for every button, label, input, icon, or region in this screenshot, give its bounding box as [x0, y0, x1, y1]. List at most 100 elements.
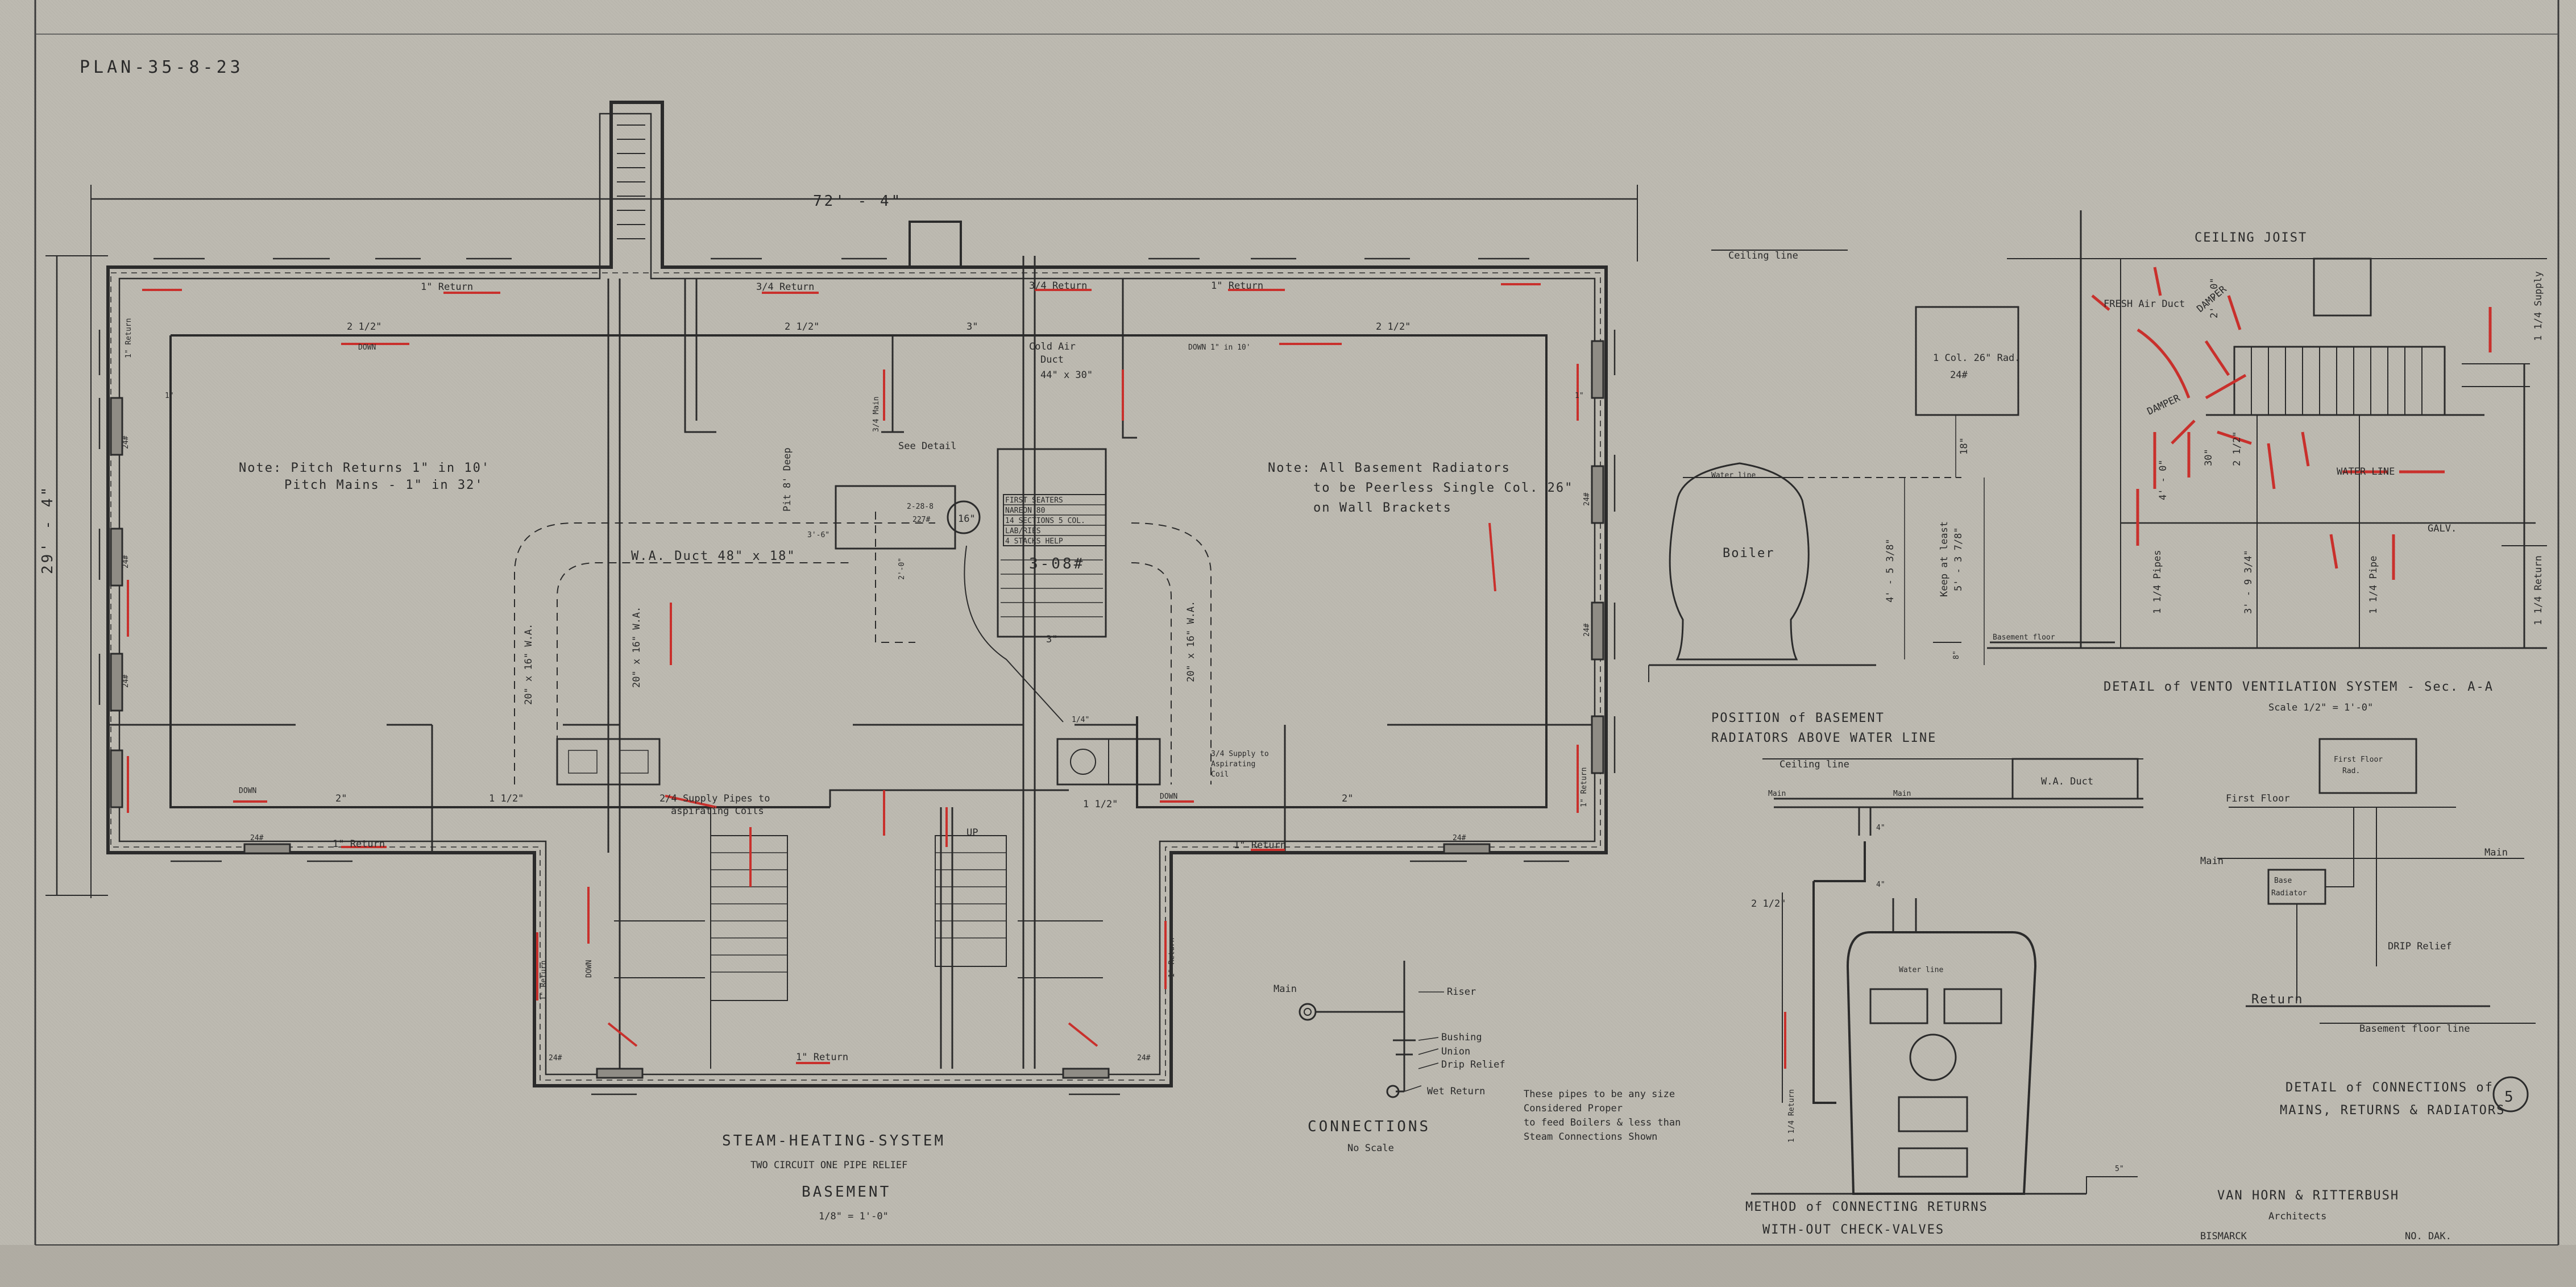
- vento-title: DETAIL of VENTO VENTILATION SYSTEM - Sec…: [2104, 680, 2494, 694]
- connections-drip-relief: Drip Relief: [1441, 1059, 1505, 1070]
- dim-8-label: 8": [1952, 650, 1961, 659]
- radiator-connections-detail: [2217, 738, 2536, 1024]
- plan-number: PLAN-35-8-23: [80, 57, 244, 77]
- architect-block: VAN HORN & RITTERBUSH Architects BISMARC…: [2200, 1189, 2451, 1242]
- size-3-6-label: 3'-6": [807, 531, 829, 539]
- connections-title: CONNECTIONS: [1308, 1118, 1430, 1135]
- plan-labels: 72' - 4" 29' - 4" Note: Pitch Returns 1"…: [39, 193, 1591, 1063]
- down-label-top-left: DOWN: [358, 343, 376, 352]
- pipe-3-mid: 3": [1046, 634, 1057, 645]
- pipe-2half-mid: 2 1/2": [785, 321, 819, 333]
- pitch-note-line1: Note: Pitch Returns 1" in 10': [239, 461, 490, 475]
- rad-24-bottom-mid-right: 24#: [1137, 1054, 1151, 1062]
- vento-scale: Scale 1/2" = 1'-0": [2268, 702, 2373, 713]
- supply-right-line3: Coil: [1211, 770, 1229, 779]
- galv-label: GALV.: [2428, 523, 2457, 534]
- overall-depth-dimension: 29' - 4": [39, 485, 56, 574]
- first-floor-rad-line1: First Floor: [2334, 755, 2383, 764]
- return-return-label: 1 1/4 Return: [1787, 1089, 1796, 1143]
- vento-pipe-label: 1 1/4 Pipe: [2368, 556, 2379, 614]
- supply-note-line1: 2/4 Supply Pipes to: [659, 793, 770, 804]
- radiator-note-line1: Note: All Basement Radiators: [1268, 461, 1511, 475]
- pipes-note-line4: Steam Connections Shown: [1524, 1131, 1657, 1143]
- connections-union: Union: [1441, 1046, 1470, 1057]
- keep-note-line2: 5' - 3 7/8": [1953, 527, 1964, 591]
- vento-dim-2-half: 2 1/2": [2231, 431, 2243, 466]
- pipe-2half-left: 2 1/2": [347, 321, 381, 333]
- down-label-bottom-right: DOWN: [1160, 792, 1177, 801]
- rad-24-left2: 24#: [122, 555, 130, 568]
- boiler-table-row3: 14 SECTIONS 5 COL.: [1005, 517, 1085, 525]
- pipe-1-right: 1": [1575, 392, 1584, 400]
- return-label-bottom: 1" Return: [796, 1052, 848, 1063]
- rad-24-left3: 24#: [122, 674, 130, 688]
- overall-width-dimension: 72' - 4": [813, 193, 902, 210]
- architect-city: BISMARCK: [2200, 1231, 2247, 1242]
- base-radiator-line1: Base: [2274, 877, 2292, 885]
- return-dim-4b: 4": [1876, 881, 1885, 889]
- rad-24-right1: 24#: [1583, 492, 1591, 506]
- return-label-right: 1" Return: [1580, 767, 1588, 807]
- return-ceiling-line: Ceiling line: [1779, 759, 1849, 770]
- return-method-detail: [1751, 758, 2143, 1195]
- vento-dim-30: 30": [2203, 449, 2214, 466]
- code-ss-label: 227#: [912, 516, 930, 524]
- pipe-1half-mid: 1 1/2": [1083, 799, 1118, 810]
- size-2-0-label: 2'-0": [898, 558, 906, 580]
- sheet-number: 5: [2504, 1089, 2516, 1106]
- return-label-bottom-right-vert: 1" Return: [1168, 938, 1176, 978]
- rad-connections-title2: MAINS, RETURNS & RADIATORS: [2280, 1103, 2505, 1118]
- connections-labels: Main Riser Bushing Union Drip Relief Wet…: [1274, 983, 1681, 1154]
- keep-note-line1: Keep at least: [1939, 521, 1950, 597]
- pipe-1half-bottom: 1 1/2": [489, 793, 524, 804]
- vento-return-label: 1 1/4 Return: [2533, 555, 2544, 625]
- pipe-14-label: 1/4": [1072, 716, 1089, 724]
- return-dim-5: 5": [2115, 1165, 2124, 1173]
- cold-air-duct-line2: Duct: [1040, 354, 1064, 366]
- return-label-top-left: 1" Return: [421, 281, 473, 293]
- main-title-block: STEAM-HEATING-SYSTEM TWO CIRCUIT ONE PIP…: [722, 1132, 945, 1222]
- up-label: UP: [966, 827, 978, 838]
- boiler-table-row5: 4 STACKS HELP: [1005, 537, 1063, 546]
- plan-scale: 1/8" = 1'-0": [819, 1211, 889, 1222]
- radiator-connections-labels: First Floor First Floor Rad. Main Main B…: [2200, 755, 2508, 1118]
- first-floor-label: First Floor: [2226, 793, 2290, 804]
- rad-24-bottom-left: 24#: [250, 834, 264, 842]
- connections-detail: [1299, 961, 1444, 1098]
- pipe-2-bottom-left: 2": [335, 793, 347, 804]
- water-line-label: Water line: [1711, 471, 1756, 480]
- boiler-label: Boiler: [1723, 546, 1774, 561]
- base-radiator-line2: Radiator: [2271, 889, 2307, 898]
- vento-red-arrows: [2091, 267, 2492, 580]
- position-title-line1: POSITION of BASEMENT: [1711, 711, 1885, 725]
- return-dim-2half: 2 1/2": [1751, 898, 1786, 910]
- wa-duct-label: W.A. Duct 48" x 18": [631, 549, 796, 563]
- return-label-top-right1: 3/4 Return: [1029, 280, 1087, 292]
- basement-floor-line-label: Basement floor line: [2359, 1023, 2470, 1035]
- return-label-top-right2: 1" Return: [1211, 280, 1263, 292]
- basement-label: BASEMENT: [802, 1184, 891, 1201]
- supply-note-line2: aspirating Coils: [671, 806, 764, 817]
- ceiling-joist-label: CEILING JOIST: [2195, 231, 2307, 245]
- pipe-2-bottom-right: 2": [1342, 793, 1353, 804]
- pitch-note-line2: Pitch Mains - 1" in 32': [284, 478, 484, 492]
- return-method-title2: WITH-OUT CHECK-VALVES: [1762, 1223, 1944, 1237]
- see-detail-label: See Detail: [898, 441, 956, 452]
- return-method-title1: METHOD of CONNECTING RETURNS: [1745, 1200, 1988, 1214]
- wa-right-label: 20" x 16" W.A.: [1185, 601, 1197, 682]
- architect-firm: VAN HORN & RITTERBUSH: [2217, 1189, 2399, 1203]
- radiator-label-line2: 24#: [1950, 370, 1968, 381]
- drip-relief-label: DRIP Relief: [2388, 941, 2452, 952]
- heating-system-title: STEAM-HEATING-SYSTEM: [722, 1132, 945, 1149]
- connections-subtitle: No Scale: [1347, 1143, 1394, 1154]
- vento-labels: CEILING JOIST FRESH Air Duct DAMPER DAMP…: [2104, 231, 2544, 713]
- pipes-note-line3: to feed Boilers & less than: [1524, 1117, 1681, 1128]
- main-34-label: 3/4 Main: [872, 396, 881, 432]
- vento-pipes-label: 1 1/4 Pipes: [2152, 550, 2163, 614]
- boiler-size: 3-08#: [1029, 555, 1085, 572]
- rad-24-right2: 24#: [1583, 623, 1591, 637]
- return-dim-4a: 4": [1876, 824, 1885, 832]
- ceiling-line-label: Ceiling line: [1728, 250, 1798, 261]
